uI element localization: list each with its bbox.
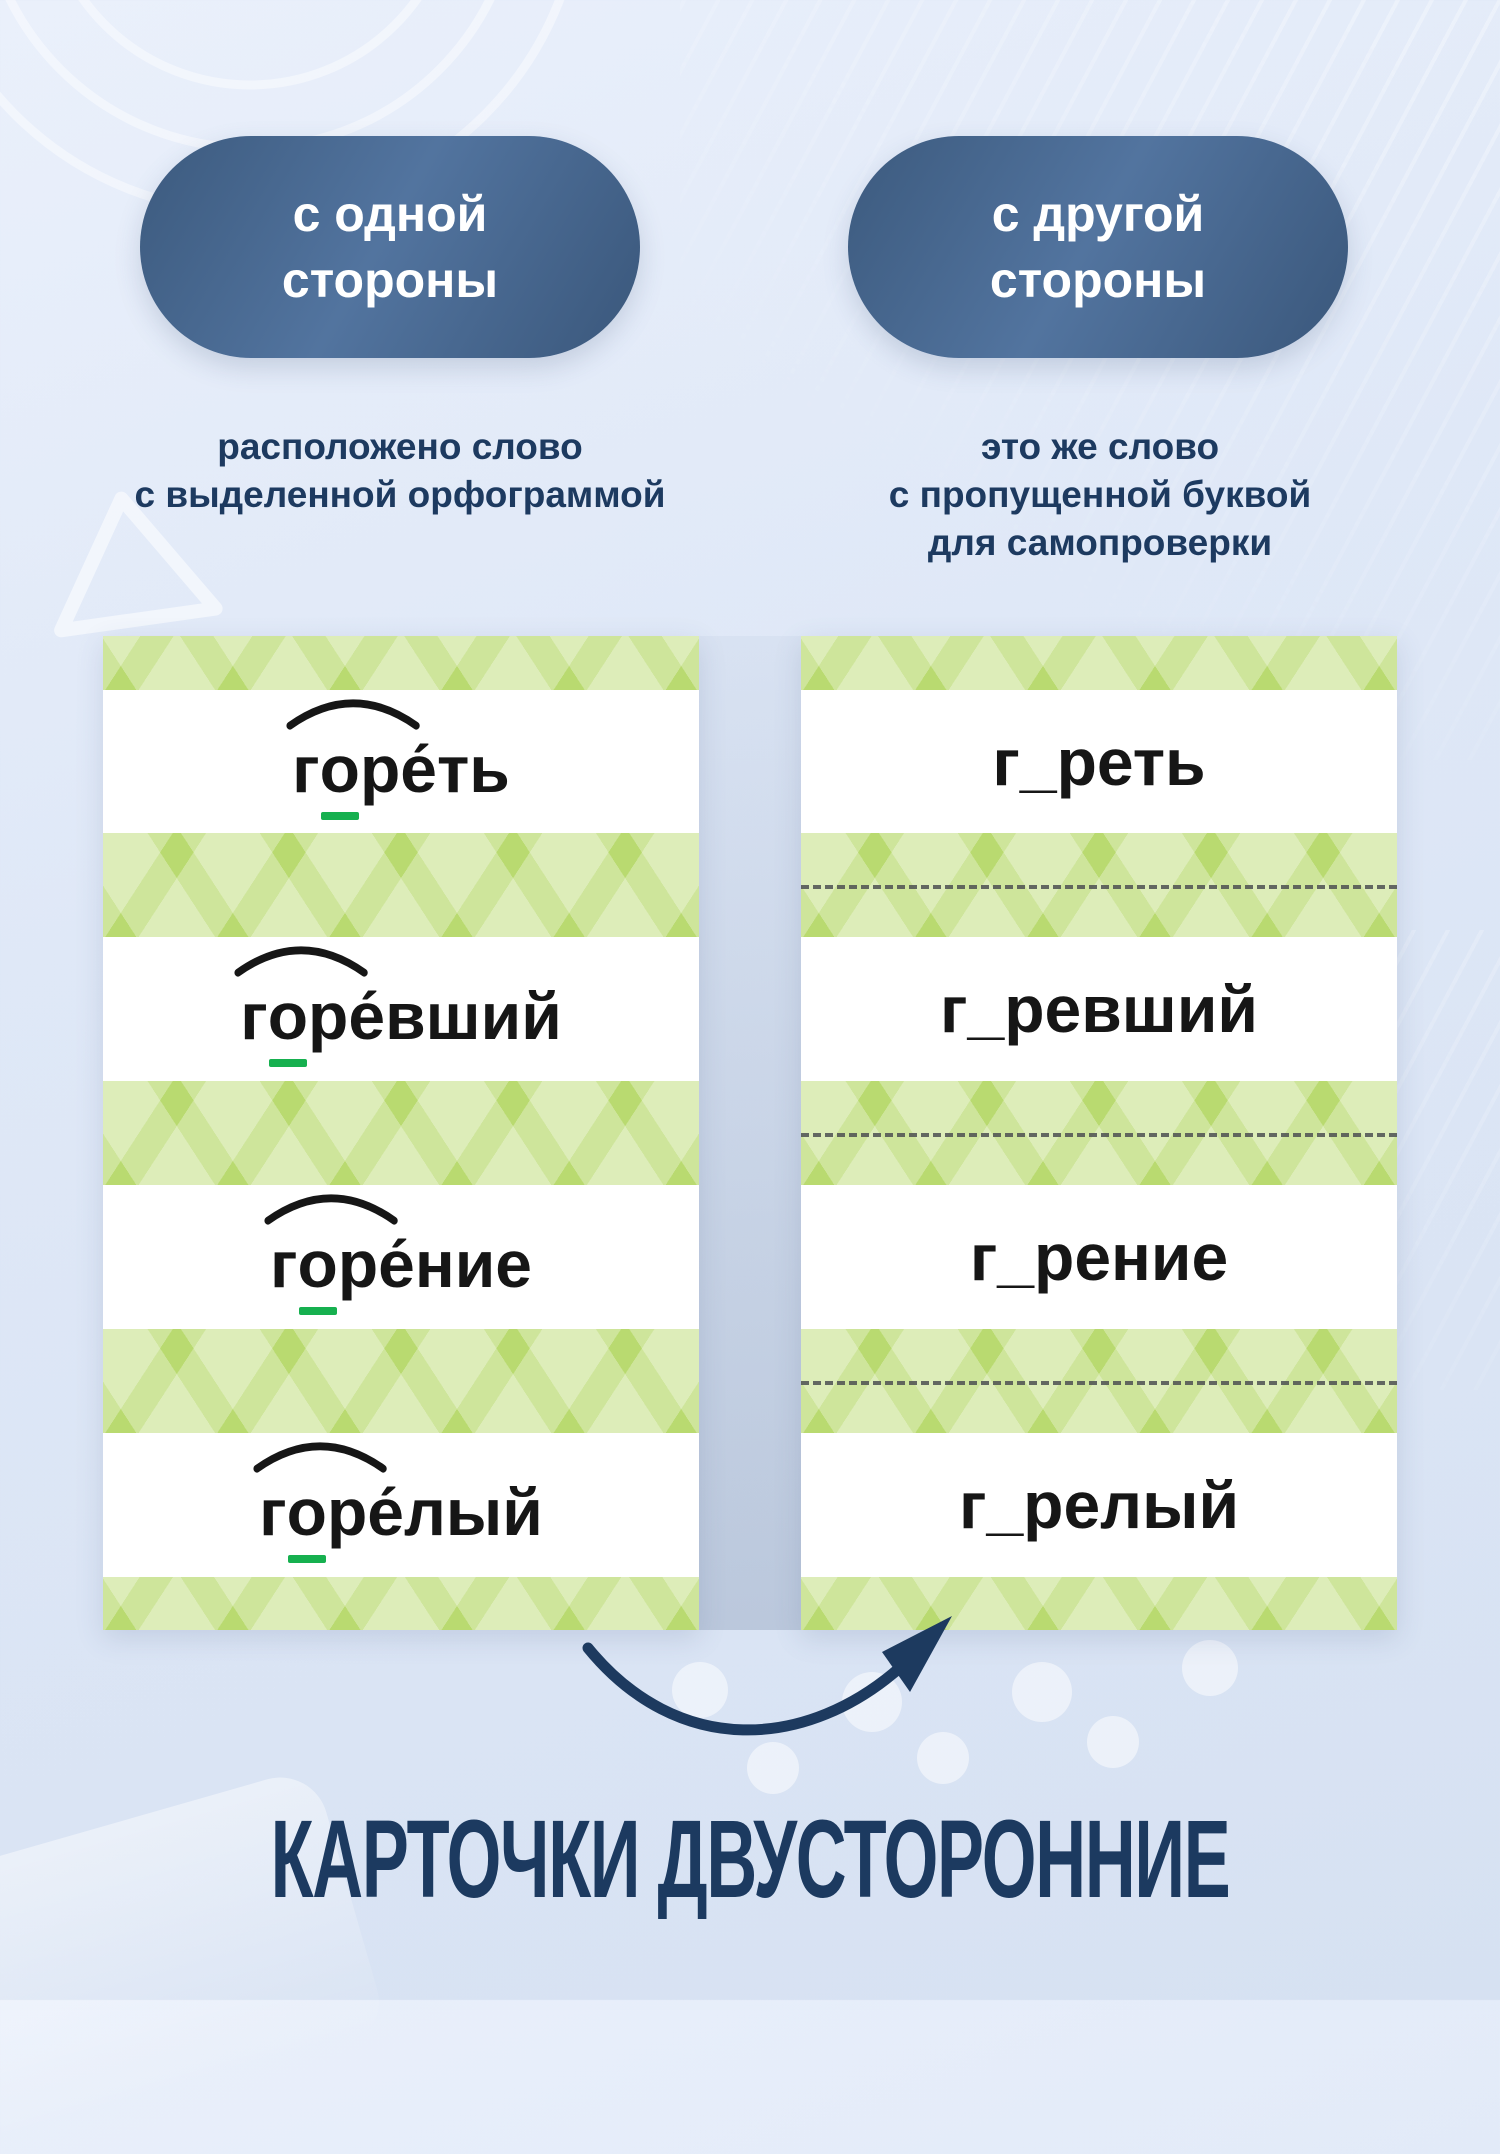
badge-side-one: с одной стороны [140, 136, 640, 358]
card-stripe [103, 833, 699, 937]
card-stripe [103, 1329, 699, 1433]
dot-decoration [1182, 1640, 1238, 1696]
word-row: горе́вший [103, 937, 699, 1081]
highlighted-vowel: о [267, 979, 309, 1067]
description-line: для самопроверки [927, 522, 1273, 563]
dot-decoration [1012, 1662, 1072, 1722]
card-stripe [801, 636, 1397, 690]
root-arc-icon [264, 1194, 398, 1225]
badge-line: стороны [281, 252, 499, 308]
word-with-gap: г_релый [958, 1468, 1240, 1542]
dot-decoration [747, 1742, 799, 1794]
description-back-side: это же слово с пропущенной буквой для са… [800, 423, 1400, 567]
card-stripe [801, 1577, 1397, 1630]
root-arc-icon [234, 946, 368, 977]
word-with-orthogram: горе́лый [253, 1442, 543, 1563]
card-stripe [103, 1577, 699, 1630]
badge-line: с одной [292, 186, 488, 242]
word-row: г_релый [801, 1433, 1397, 1577]
badge-line: стороны [989, 252, 1207, 308]
word-part: г [269, 1227, 298, 1301]
word-part: р [337, 1227, 379, 1301]
word-part: е́вший [348, 979, 562, 1053]
card-stripe [801, 1329, 1397, 1433]
word-row: горе́лый [103, 1433, 699, 1577]
description-line: расположено слово [217, 426, 583, 467]
card-back-side: г_реть г_ревший г_рение г_релый [801, 636, 1397, 1630]
cut-line [801, 1133, 1397, 1137]
word-row: горе́ние [103, 1185, 699, 1329]
word-row: горе́ть [103, 690, 699, 833]
word-part: г [240, 979, 268, 1053]
dot-decoration [1087, 1716, 1139, 1768]
root-arc-icon [286, 699, 420, 730]
word-root-group: гор [264, 1194, 398, 1315]
badge-line: с другой [991, 186, 1205, 242]
badge-side-two: с другой стороны [848, 136, 1348, 358]
description-line: с пропущенной буквой [888, 474, 1312, 515]
description-line: с выделенной орфограммой [134, 474, 666, 515]
word-part: р [326, 1475, 368, 1549]
word-row: г_реть [801, 690, 1397, 833]
page-title: КАРТОЧКИ ДВУСТОРОННИЕ [270, 1798, 1231, 1921]
word-with-orthogram: горе́ние [264, 1194, 532, 1315]
word-with-gap: г_реть [992, 724, 1206, 799]
description-line: это же слово [980, 426, 1220, 467]
root-arc-icon [253, 1442, 387, 1473]
cut-line [801, 885, 1397, 889]
card-gap-shadow [699, 636, 801, 1630]
word-part: г [292, 731, 320, 806]
word-root-group: гор [286, 699, 420, 820]
word-row: г_ревший [801, 937, 1397, 1081]
cut-line [801, 1381, 1397, 1385]
card-front-side: горе́ть горе́вший горе́ние горе́лый [103, 636, 699, 1630]
description-front-side: расположено слово с выделенной орфограмм… [100, 423, 700, 519]
dot-decoration [917, 1732, 969, 1784]
highlighted-vowel: о [319, 731, 360, 820]
word-with-orthogram: горе́ть [286, 699, 510, 820]
word-part: р [308, 979, 349, 1053]
highlighted-vowel: о [286, 1475, 327, 1563]
word-part: е́ние [378, 1227, 532, 1301]
word-part: р [359, 731, 401, 806]
word-root-group: гор [234, 946, 368, 1067]
word-with-gap: г_ревший [940, 972, 1258, 1046]
highlighted-vowel: о [297, 1227, 338, 1315]
word-part: е́лый [367, 1475, 543, 1549]
word-part: е́ть [400, 731, 510, 806]
word-row: г_рение [801, 1185, 1397, 1329]
word-with-orthogram: горе́вший [234, 946, 562, 1067]
card-stripe [801, 1081, 1397, 1185]
card-stripe [103, 1081, 699, 1185]
card-stripe [801, 833, 1397, 937]
word-with-gap: г_рение [969, 1220, 1229, 1294]
word-root-group: гор [253, 1442, 387, 1563]
word-part: г [259, 1475, 287, 1549]
curved-arrow-icon [582, 1616, 952, 1736]
dot-decoration [672, 1662, 728, 1718]
card-stripe [103, 636, 699, 690]
